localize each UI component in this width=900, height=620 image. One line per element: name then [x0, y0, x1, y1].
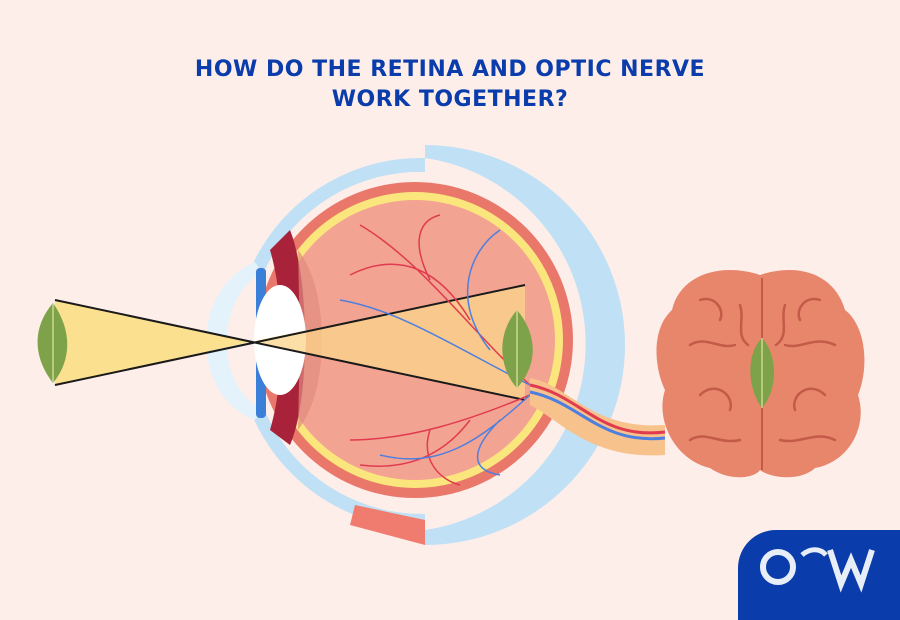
- blood-vessels: [339, 214, 531, 486]
- leaf-image-on-retina: [502, 310, 533, 388]
- title-line-1: HOW DO THE RETINA AND OPTIC NERVE: [194, 57, 706, 82]
- sclera-outer-layer: [250, 145, 625, 545]
- light-cone-incoming: [55, 300, 250, 385]
- leaf-object: [37, 303, 68, 383]
- eye-brain-illustration: [37, 145, 865, 545]
- title-line-2: WORK TOGETHER?: [331, 87, 569, 112]
- brand-logo: [738, 530, 900, 620]
- eye-muscle: [350, 505, 425, 545]
- brain: [656, 270, 865, 478]
- light-cone-inside-eye: [250, 285, 525, 400]
- page-title: HOW DO THE RETINA AND OPTIC NERVE WORK T…: [0, 55, 900, 115]
- cornea: [206, 262, 262, 420]
